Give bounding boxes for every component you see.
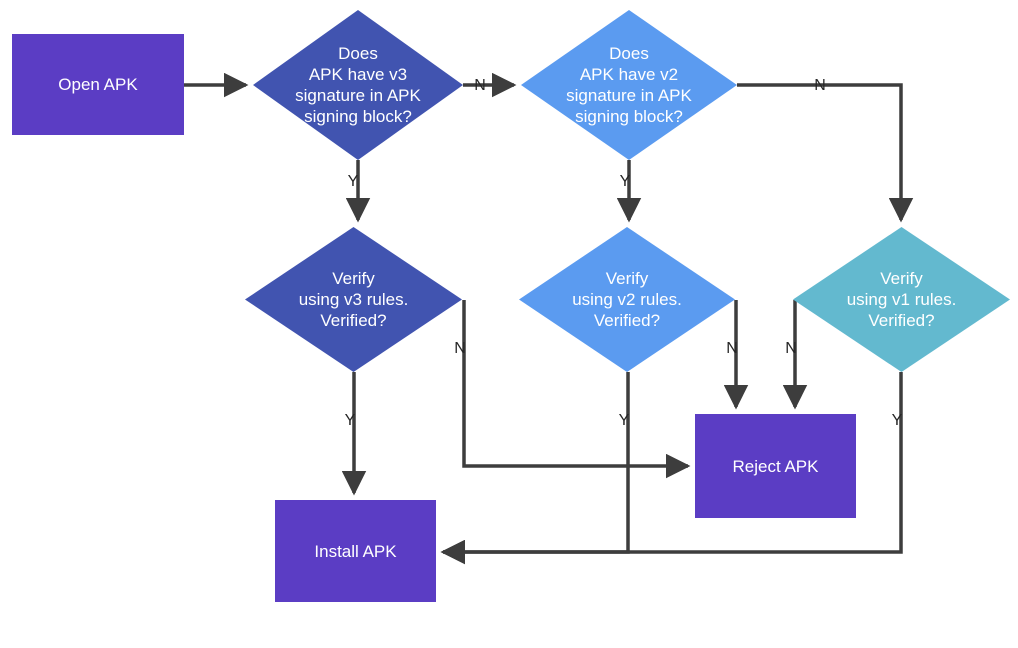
node-has-v3[interactable]: Does APK have v3 signature in APK signin… [253,10,463,160]
node-open-apk[interactable]: Open APK [12,34,184,135]
node-has-v2-label: Does APK have v2 signature in APK signin… [566,44,692,126]
edge-label-v3-yes: Y [347,173,359,190]
node-verify-v1[interactable]: Verify using v1 rules. Verified? [793,227,1010,372]
edge-verify-v2-yes-to-install [440,372,630,565]
node-has-v2[interactable]: Does APK have v2 signature in APK signin… [521,10,737,160]
node-verify-v2-label: Verify using v2 rules. Verified? [572,269,682,330]
node-install-apk[interactable]: Install APK [275,500,436,602]
edge-label-verify-v2-no: N [726,340,738,357]
node-has-v3-label: Does APK have v3 signature in APK signin… [295,44,421,126]
edge-label-verify-v1-yes: Y [891,412,903,429]
edge-label-verify-v3-no: N [454,340,466,357]
edge-label-v3-no: N [474,77,486,94]
edge-label-v2-yes: Y [619,173,631,190]
edge-label-verify-v2-yes: Y [618,412,630,429]
edge-label-verify-v3-yes: Y [344,412,356,429]
node-open-apk-label: Open APK [58,75,138,94]
node-reject-apk-label: Reject APK [732,456,819,476]
node-reject-apk[interactable]: Reject APK [695,414,856,518]
node-verify-v2[interactable]: Verify using v2 rules. Verified? [519,227,735,372]
edge-verify-v1-yes-to-install [440,372,903,565]
node-verify-v1-label: Verify using v1 rules. Verified? [846,269,957,330]
edge-v2-no-to-verify-v1 [737,83,914,223]
edge-verify-v3-no-to-reject [462,300,691,479]
edge-label-v2-no: N [814,77,826,94]
node-verify-v3-label: Verify using v3 rules. Verified? [298,269,409,330]
node-install-apk-label: Install APK [314,541,397,561]
edge-label-verify-v1-no: N [785,340,797,357]
node-verify-v3[interactable]: Verify using v3 rules. Verified? [245,227,462,372]
